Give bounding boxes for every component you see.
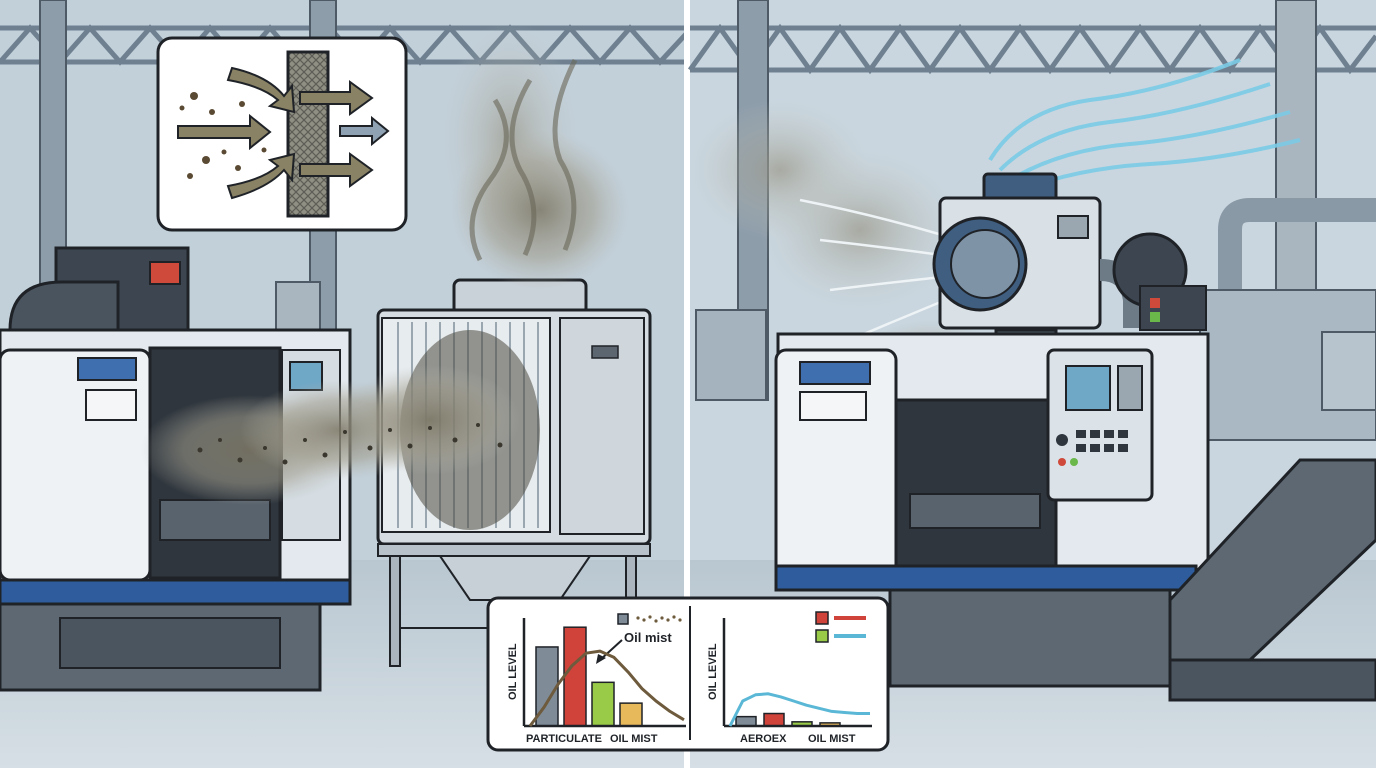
comparison-chart-card: OIL LEVEL PARTICULATE OIL MIST Oil mist … (486, 596, 890, 752)
bar-right-2 (763, 712, 785, 727)
right-roof-truss (687, 23, 1376, 75)
chart-left-xlabel-1: PARTICULATE (526, 733, 602, 745)
annotation-arrow (599, 639, 623, 661)
chart-left-ylabel: OIL LEVEL (507, 643, 519, 700)
smoke-plume (140, 20, 630, 505)
legend-swatch-green (815, 629, 829, 643)
filter-icon (286, 50, 330, 218)
chart-left-annotation: Oil mist (624, 630, 672, 645)
bar-left-4 (619, 702, 643, 727)
chart-right-xlabel-2: OIL MIST (808, 733, 856, 745)
clean-air-stream (988, 58, 1301, 192)
annotation-arrowhead (596, 654, 606, 664)
cnc-machine-right (774, 328, 1376, 702)
chart-right-xlabel-1: AEROEX (740, 733, 787, 745)
chart-left-panel: OIL LEVEL PARTICULATE OIL MIST Oil mist (507, 613, 686, 745)
chart-right-ylabel: OIL LEVEL (707, 643, 719, 700)
legend-swatch-gray (617, 613, 629, 625)
split-divider (684, 0, 690, 768)
filter-diagram-card (156, 36, 408, 232)
legend-swatch-red (815, 611, 829, 625)
airflow-arrows-icon (177, 66, 374, 200)
chart-left-xlabel-2: OIL MIST (610, 733, 658, 745)
bar-left-3 (591, 681, 615, 727)
chart-right-panel: OIL LEVEL AEROEX OIL MIST (707, 611, 872, 745)
legend-particles-icon (636, 615, 682, 623)
extractor-unit (932, 172, 1207, 331)
clean-air-arrow-icon (339, 115, 390, 147)
left-scene (0, 0, 688, 768)
bar-left-2 (563, 626, 587, 727)
bar-right-1 (735, 715, 757, 727)
left-trend-curve (528, 649, 685, 727)
right-trend-curve (728, 692, 870, 727)
